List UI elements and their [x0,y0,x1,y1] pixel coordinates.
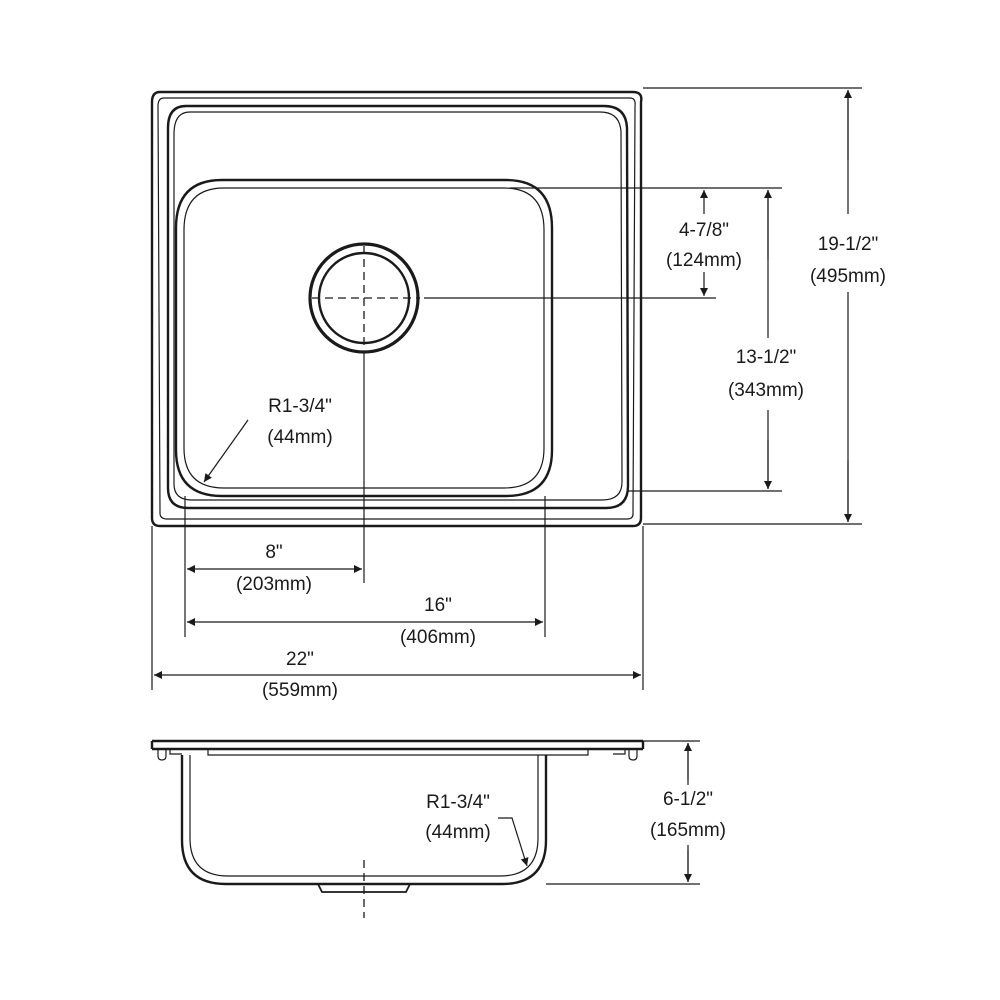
deck-edge-inner [173,111,623,501]
label-corner-radius-top: R1-3/4" [268,396,332,417]
bowl-profile-inner [189,755,539,877]
label-corner-radius-top-metric: (44mm) [267,427,332,448]
outer-rim-inner-edge [157,97,636,520]
deck-edge [166,104,630,510]
label-bowl-depth-metric: (343mm) [728,380,804,401]
label-overall-width-metric: (559mm) [262,680,338,701]
label-bowl-height-metric: (165mm) [650,820,726,841]
label-drain-offset: 8" [265,542,282,563]
label-drain-from-back-metric: (124mm) [666,250,742,271]
label-bowl-width: 16" [424,595,452,616]
label-drain-from-back: 4-7/8" [679,220,729,241]
label-drain-offset-metric: (203mm) [236,574,312,595]
flange [150,739,645,751]
label-corner-radius-side-metric: (44mm) [425,822,490,843]
bowl-inner-outline [183,187,545,489]
bowl-outline [174,178,554,498]
top-view [150,90,643,528]
label-bowl-height: 6-1/2" [663,789,713,810]
label-overall-depth: 19-1/2" [818,234,879,255]
label-bowl-width-metric: (406mm) [400,627,476,648]
outer-rim [150,90,643,528]
drain [308,242,420,354]
mounting-clip-right [613,749,638,761]
dimension-labels: 8" (203mm) 16" (406mm) 22" (559mm) 19-1/… [236,220,886,843]
dimension-lines-top [151,87,862,690]
label-overall-width: 22" [286,649,314,670]
dimension-lines-side [498,740,700,885]
mounting-clip-left [157,749,182,761]
label-bowl-depth: 13-1/2" [736,347,797,368]
label-overall-depth-metric: (495mm) [810,266,886,287]
side-view [150,739,645,918]
bowl-profile [180,755,548,886]
label-corner-radius-side: R1-3/4" [426,792,490,813]
